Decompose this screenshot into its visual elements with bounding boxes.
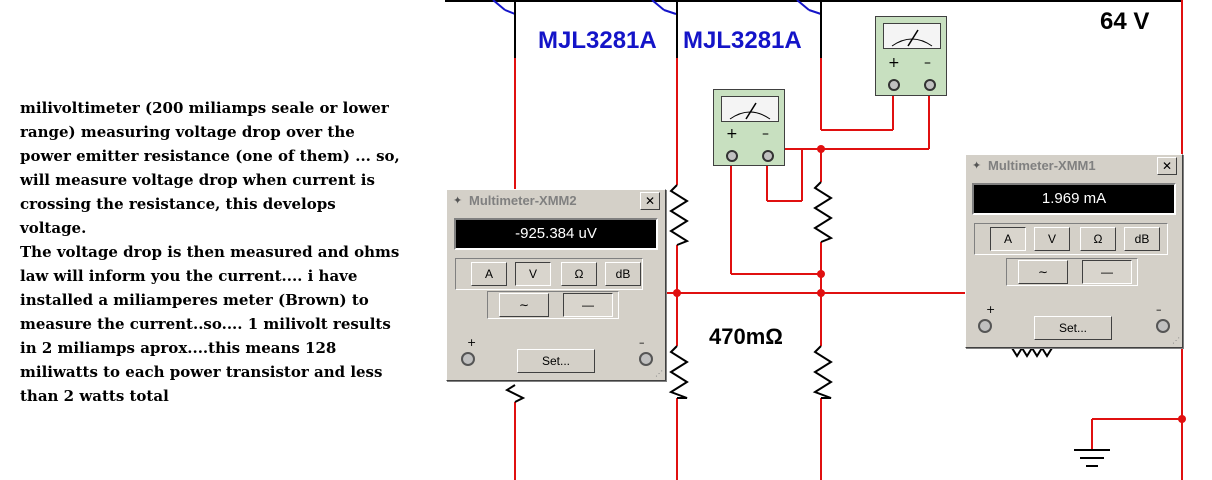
negative-terminal[interactable]: [1156, 319, 1170, 333]
multimeter-xmm1-window[interactable]: ✦ Multimeter-XMM1 ✕ 1.969 mA A V Ω dB ∼ …: [965, 154, 1183, 348]
multisim-logo-icon: ✦: [453, 194, 463, 207]
minus-sign: –: [924, 55, 931, 71]
mode-db-button[interactable]: dB: [1124, 227, 1160, 251]
mode-button-group: [455, 258, 643, 290]
negative-terminal[interactable]: [924, 79, 936, 91]
ground-symbol: [1074, 449, 1110, 467]
transistor-symbol-1: [492, 0, 516, 15]
window-titlebar[interactable]: ✦ Multimeter-XMM2 ✕: [447, 190, 665, 212]
voltmeter-probe-1[interactable]: + –: [713, 89, 785, 166]
transistor-symbol-2: [651, 0, 677, 15]
mode-volt-button[interactable]: V: [515, 262, 551, 286]
set-button[interactable]: Set...: [1034, 316, 1112, 340]
transistor-label-2: MJL3281A: [683, 27, 802, 54]
meter-face: [721, 96, 779, 122]
positive-terminal[interactable]: [726, 150, 738, 162]
positive-terminal[interactable]: [978, 319, 992, 333]
plus-sign: +: [726, 126, 738, 142]
junction-dots: [673, 145, 1186, 423]
close-button[interactable]: ✕: [640, 192, 660, 210]
window-title: Multimeter-XMM1: [988, 158, 1096, 173]
window-titlebar[interactable]: ✦ Multimeter-XMM1 ✕: [966, 155, 1182, 177]
positive-terminal[interactable]: [888, 79, 900, 91]
reading-display: 1.969 mA: [972, 183, 1176, 215]
minus-sign: –: [639, 336, 645, 349]
reading-display: -925.384 uV: [454, 218, 658, 250]
plus-sign: +: [986, 303, 996, 316]
minus-sign: –: [762, 126, 769, 142]
transistor-label-1: MJL3281A: [538, 27, 657, 54]
mode-ampere-button[interactable]: A: [990, 227, 1026, 251]
voltmeter-probe-2[interactable]: + –: [875, 16, 947, 96]
signal-type-group: [487, 291, 619, 319]
mode-ohm-button[interactable]: Ω: [1080, 227, 1116, 251]
window-title: Multimeter-XMM2: [469, 193, 577, 208]
dc-signal-button[interactable]: —: [1082, 260, 1132, 284]
resistor-value-label: 470mΩ: [709, 324, 783, 349]
dc-signal-button[interactable]: —: [563, 293, 613, 317]
supply-voltage-label: 64 V: [1100, 8, 1150, 35]
minus-sign: –: [1156, 303, 1162, 316]
transistor-symbol-3: [796, 0, 822, 15]
positive-terminal[interactable]: [461, 352, 475, 366]
resize-grip-icon[interactable]: ⋰: [1172, 336, 1180, 345]
multimeter-xmm2-window[interactable]: ✦ Multimeter-XMM2 ✕ -925.384 uV A V Ω dB…: [446, 189, 666, 381]
ac-signal-button[interactable]: ∼: [1018, 260, 1068, 284]
negative-terminal[interactable]: [762, 150, 774, 162]
plus-sign: +: [888, 55, 900, 71]
multisim-logo-icon: ✦: [972, 159, 982, 172]
meter-face: [883, 23, 941, 49]
mode-db-button[interactable]: dB: [605, 262, 641, 286]
resistor-symbols: [504, 181, 1053, 403]
resize-grip-icon[interactable]: ⋰: [655, 369, 663, 378]
mode-ampere-button[interactable]: A: [471, 262, 507, 286]
signal-type-group: [1006, 258, 1138, 286]
set-button[interactable]: Set...: [517, 349, 595, 373]
mode-volt-button[interactable]: V: [1034, 227, 1070, 251]
close-button[interactable]: ✕: [1157, 157, 1177, 175]
explanation-note: milivoltimeter (200 miliamps seale or lo…: [20, 96, 400, 408]
note-paragraph-2: The voltage drop is then measured and oh…: [20, 243, 400, 405]
note-paragraph-1: milivoltimeter (200 miliamps seale or lo…: [20, 99, 400, 237]
mode-button-group: [974, 223, 1168, 255]
ac-signal-button[interactable]: ∼: [499, 293, 549, 317]
plus-sign: +: [467, 336, 477, 349]
negative-terminal[interactable]: [639, 352, 653, 366]
mode-ohm-button[interactable]: Ω: [561, 262, 597, 286]
